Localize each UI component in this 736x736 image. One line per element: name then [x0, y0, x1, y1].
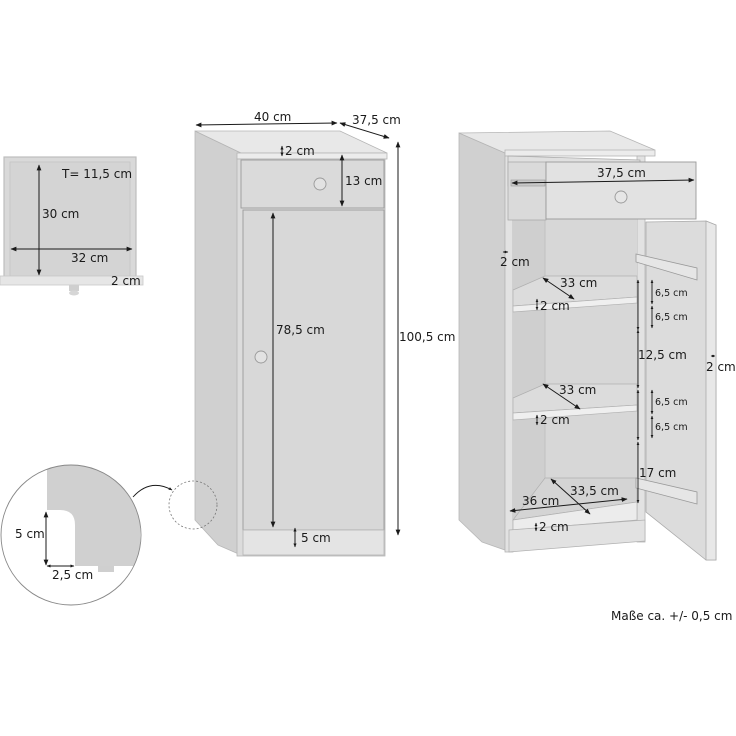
plinth-height-label: 5 cm: [301, 531, 331, 545]
detail-connector-arrow: [132, 484, 173, 498]
foot-detail-marker: [168, 480, 218, 530]
drawer-front-thickness-label: 2 cm: [111, 274, 141, 288]
upper-adjust-b-label: 6,5 cm: [655, 312, 688, 323]
cutout-width-label: 2,5 cm: [52, 568, 93, 582]
top-thickness-label: 2 cm: [285, 144, 315, 158]
width-label: 40 cm: [254, 110, 291, 124]
shelf1-depth-label: 33 cm: [560, 276, 597, 290]
drawer-inset: [0, 156, 144, 296]
open-view-cabinet: [458, 130, 717, 561]
shelf1-thickness-label: 2 cm: [540, 299, 570, 313]
open-drawer-width-label: 37,5 cm: [597, 166, 646, 180]
lower-adjust-a-label: 6,5 cm: [655, 397, 688, 408]
bottom-depth-label: 33,5 cm: [570, 484, 619, 498]
bottom-width-label: 36 cm: [522, 494, 559, 508]
upper-adjust-a-label: 6,5 cm: [655, 288, 688, 299]
shelf2-depth-label: 33 cm: [559, 383, 596, 397]
tolerance-note: Maße ca. +/- 0,5 cm: [611, 609, 733, 623]
drawer-width-label: 32 cm: [71, 251, 108, 265]
total-height-label: 100,5 cm: [399, 330, 455, 344]
bottom-gap-label: 17 cm: [639, 466, 676, 480]
drawer-height-front-label: 13 cm: [345, 174, 382, 188]
door-height-label: 78,5 cm: [276, 323, 325, 337]
door-thickness-label: 2 cm: [706, 360, 736, 374]
shelf2-thickness-label: 2 cm: [540, 413, 570, 427]
middle-gap-label: 12,5 cm: [638, 348, 687, 362]
cutout-height-label: 5 cm: [15, 527, 45, 541]
foot-detail: [0, 464, 142, 606]
drawer-depth-label: T= 11,5 cm: [61, 167, 132, 181]
front-view-cabinet: [168, 120, 401, 557]
drawer-height-label: 30 cm: [42, 207, 79, 221]
depth-label: 37,5 cm: [352, 113, 401, 127]
lower-adjust-b-label: 6,5 cm: [655, 422, 688, 433]
side-thickness-label: 2 cm: [500, 255, 530, 269]
bottom-thickness-label: 2 cm: [539, 520, 569, 534]
